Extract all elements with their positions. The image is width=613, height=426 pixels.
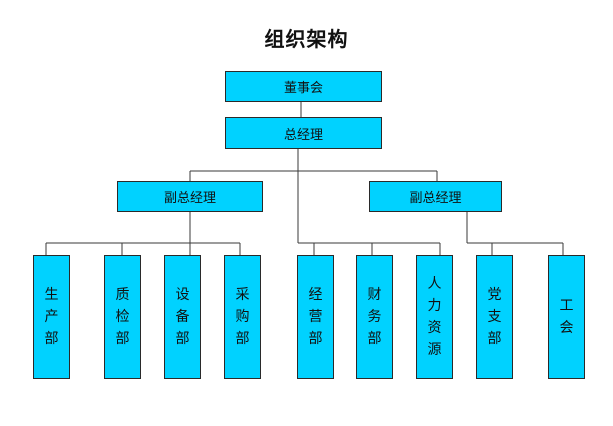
node-dept-union: 工会	[548, 255, 585, 379]
dept-label: 人力资源	[427, 276, 442, 358]
node-dept-equipment: 设备部	[164, 255, 201, 379]
node-dept-procurement: 采购部	[224, 255, 261, 379]
node-vp-right: 副总经理	[369, 181, 502, 212]
node-dept-finance: 财务部	[356, 255, 393, 379]
dept-label: 经营部	[308, 287, 323, 347]
node-dept-party-branch: 党支部	[476, 255, 513, 379]
dept-label: 设备部	[175, 287, 190, 347]
dept-label: 工会	[559, 298, 574, 336]
node-dept-hr: 人力资源	[416, 255, 453, 379]
node-general-manager: 总经理	[225, 117, 382, 149]
dept-label: 生产部	[44, 287, 59, 347]
node-dept-operations: 经营部	[297, 255, 334, 379]
node-dept-quality: 质检部	[104, 255, 141, 379]
diagram-title: 组织架构	[264, 27, 349, 51]
dept-label: 财务部	[367, 287, 382, 347]
node-vp-left: 副总经理	[117, 181, 263, 212]
dept-label: 采购部	[235, 287, 250, 347]
node-board: 董事会	[225, 71, 382, 102]
dept-label: 党支部	[487, 287, 502, 347]
node-dept-production: 生产部	[33, 255, 70, 379]
dept-label: 质检部	[115, 287, 130, 347]
